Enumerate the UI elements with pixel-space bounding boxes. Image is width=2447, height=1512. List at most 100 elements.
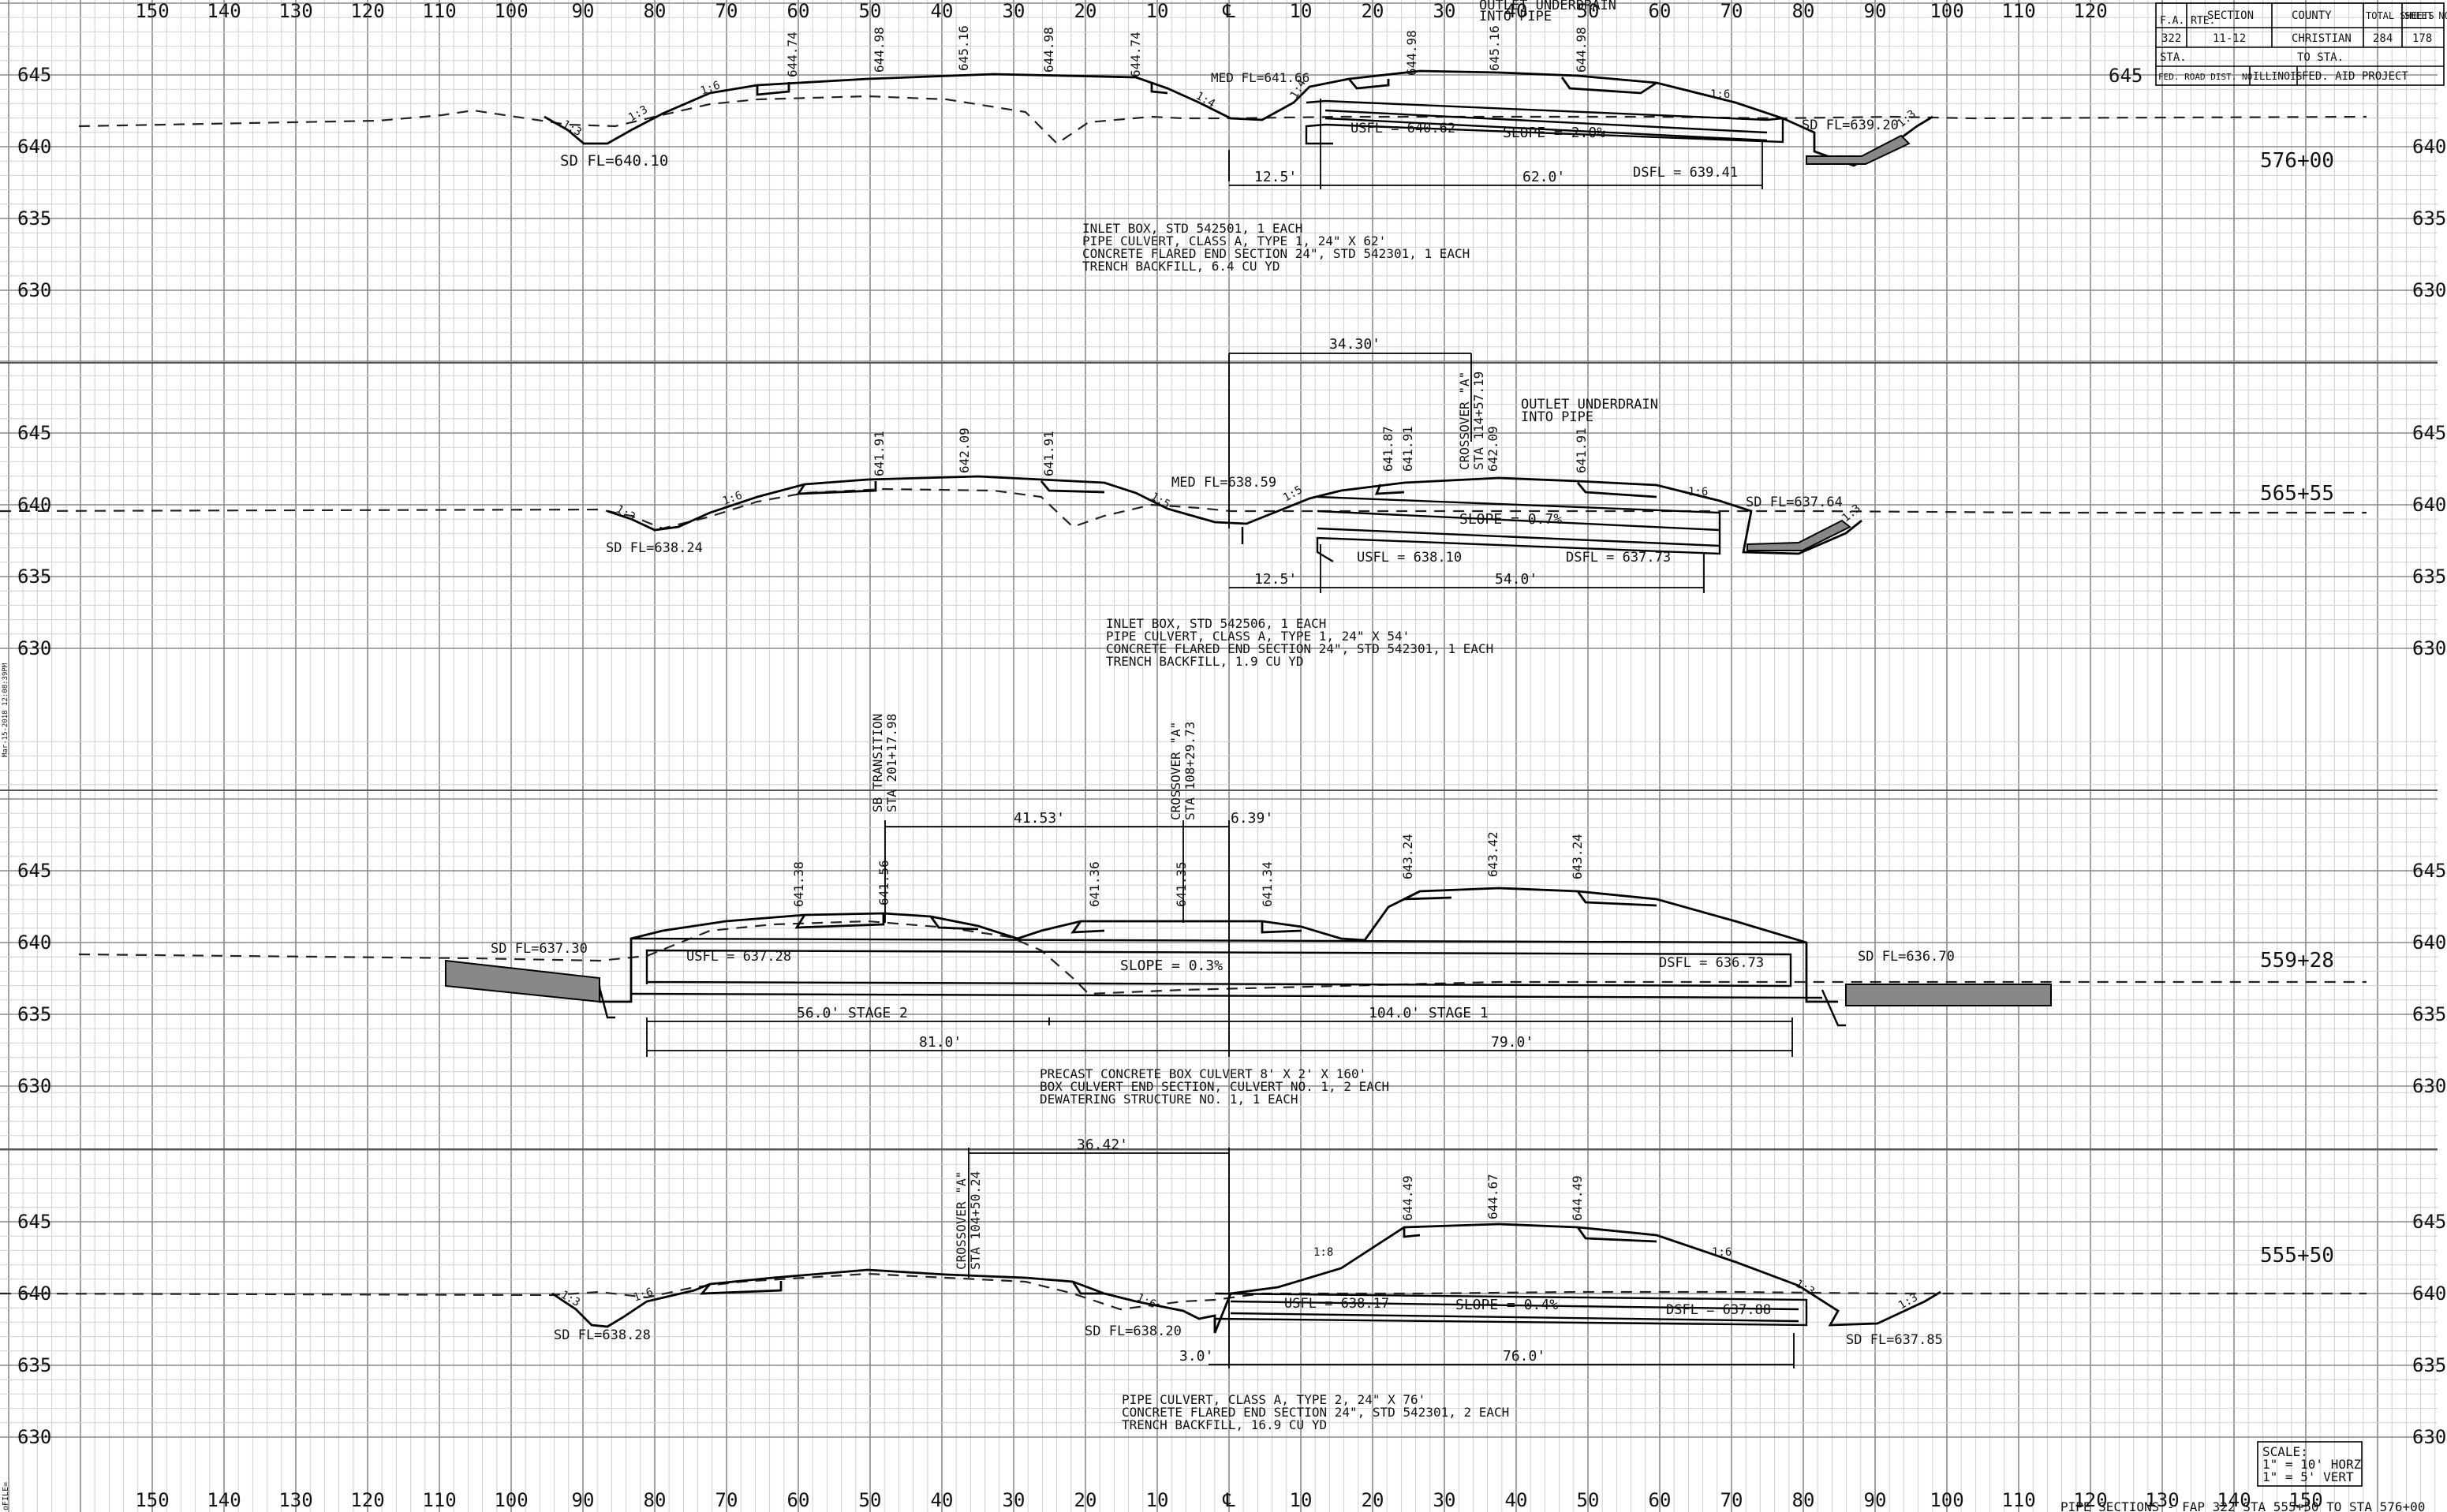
- transition-sta: STA 201+17.98: [884, 714, 899, 812]
- dim-34-30: 34.30': [1329, 336, 1380, 353]
- axis-tick-label: 10: [1146, 1489, 1169, 1511]
- axis-tick-label: 70: [1720, 1489, 1743, 1511]
- section-separators: [0, 362, 2438, 1150]
- tb-fed-dist: FED. ROAD DIST. NO.: [2158, 72, 2258, 82]
- outlet-note-1: OUTLET UNDERDRAIN: [1521, 397, 1658, 413]
- culvert-pipe: [1305, 99, 1784, 145]
- axis-tick-label: 120: [350, 0, 384, 22]
- tb-project: FED. AID PROJECT: [2302, 70, 2408, 83]
- elevation-label: 630: [17, 279, 51, 301]
- axis-tick-label: 90: [1864, 0, 1887, 22]
- elev: 644.98: [1574, 27, 1589, 73]
- elevation-label: 630: [17, 1075, 51, 1097]
- elevation-label: 635: [2412, 207, 2446, 230]
- tb-sheet: 178: [2412, 32, 2432, 45]
- quantity-note: CONCRETE FLARED END SECTION 24", STD 542…: [1106, 641, 1493, 656]
- slope: SLOPE = 0.7%: [1459, 511, 1562, 528]
- axis-tick-label: 110: [422, 0, 456, 22]
- axis-tick-label: 70: [715, 0, 738, 22]
- axis-tick-label: 90: [572, 0, 595, 22]
- end-section: [598, 987, 1846, 1027]
- tb-header-sheet: SHEET NO.: [2404, 10, 2447, 21]
- sd-fl-mid: SD FL=638.20: [1085, 1323, 1182, 1339]
- elev: 644.74: [1128, 32, 1143, 77]
- axis-tick-label: 30: [1003, 0, 1025, 22]
- sd-fl-right: SD FL=639.20: [1802, 118, 1899, 133]
- elev: 644.98: [1041, 27, 1056, 73]
- axis-tick-label: 70: [715, 1489, 738, 1511]
- axis-tick-label: 150: [2288, 1489, 2322, 1511]
- quantity-note: TRENCH BACKFILL, 1.9 CU YD: [1106, 654, 1303, 669]
- elevation-label: 630: [17, 1426, 51, 1448]
- side-date-stamp: Mar-15-2018 12:08:39PM: [2, 663, 9, 757]
- axis-tick-label: 140: [2217, 1489, 2251, 1511]
- elevation-label: 635: [17, 1354, 51, 1376]
- quantity-note: TRENCH BACKFILL, 6.4 CU YD: [1082, 259, 1280, 274]
- transition-label: SB TRANSITION: [870, 714, 885, 812]
- axis-tick-label: 20: [1074, 0, 1097, 22]
- dim-79: 79.0': [1491, 1034, 1534, 1051]
- quantity-note: PIPE CULVERT, CLASS A, TYPE 1, 24" X 62': [1082, 233, 1386, 248]
- elevation-label: 645: [17, 422, 51, 444]
- usfl: USFL = 638.17: [1284, 1296, 1389, 1312]
- tb-header-section: SECTION: [2207, 9, 2254, 22]
- axis-tick-label: 80: [1792, 1489, 1815, 1511]
- axis-tick-label: 60: [1649, 1489, 1672, 1511]
- slope: SLOPE = 2.0%: [1503, 125, 1605, 141]
- elev: 641.38: [791, 861, 806, 907]
- outlet-note-1: OUTLET UNDERDRAIN: [1479, 0, 1616, 13]
- dim-41-53: 41.53': [1014, 810, 1065, 827]
- axis-tick-label: 50: [859, 1489, 882, 1511]
- quantity-note: DEWATERING STRUCTURE NO. 1, 1 EACH: [1040, 1092, 1298, 1107]
- axis-tick-label: 110: [2001, 0, 2035, 22]
- elev: 645.16: [1487, 25, 1502, 71]
- elevation-label: 635: [2412, 1354, 2446, 1376]
- sd-fl-right: SD FL=637.64: [1746, 495, 1843, 510]
- dim-54: 54.0': [1495, 571, 1537, 588]
- axis-tick-label: 140: [207, 0, 241, 22]
- axis-tick-label: 120: [2073, 0, 2107, 22]
- outlet-note-2: INTO PIPE: [1521, 409, 1593, 425]
- tb-header-rte: F.A. RTE.: [2160, 15, 2215, 27]
- right-elevation-labels: 6406356306456406356306456406356306456406…: [2109, 65, 2446, 1448]
- elev: 644.98: [872, 27, 887, 73]
- box-culvert: [630, 937, 1823, 999]
- elev: 641.34: [1260, 861, 1275, 907]
- elev: 642.09: [1485, 426, 1500, 472]
- elev: 643.42: [1485, 831, 1500, 877]
- dim-6-39: 6.39': [1231, 810, 1273, 827]
- med-fl: MED FL=638.59: [1171, 475, 1276, 491]
- tb-header-county: COUNTY: [2292, 9, 2332, 22]
- elevation-label: 640: [17, 136, 51, 158]
- axis-tick-label: 40: [931, 0, 954, 22]
- axis-tick-label: 150: [135, 0, 169, 22]
- axis-tick-label: 150: [135, 1489, 169, 1511]
- crossover-sta: STA 114+57.19: [1471, 371, 1486, 470]
- dim-62: 62.0': [1522, 169, 1565, 185]
- axis-tick-label: 20: [1362, 0, 1384, 22]
- dim-3: 3.0': [1179, 1348, 1213, 1365]
- elevation-label: 640: [2412, 931, 2446, 954]
- tb-section: 11-12: [2213, 32, 2246, 45]
- shoulder-line: [796, 480, 1657, 498]
- quantity-note: INLET BOX, STD 542506, 1 EACH: [1106, 616, 1326, 631]
- section-565-55: SD FL=638.24 MED FL=638.59 USFL = 638.10…: [0, 336, 2367, 669]
- slope-ratio: 1:6: [632, 1286, 655, 1305]
- sd-fl-right: SD FL=637.85: [1846, 1332, 1943, 1348]
- elev: 641.91: [1041, 431, 1056, 476]
- station-label: 565+55: [2260, 482, 2334, 506]
- tb-sta: STA.: [2160, 51, 2187, 64]
- footer-title: PIPE SECTIONS - FAP 322 STA 555+50 TO ST…: [2060, 1499, 2425, 1512]
- axis-tick-label: 120: [350, 1489, 384, 1511]
- elevation-label: 630: [2412, 279, 2446, 301]
- scale-title: SCALE:: [2262, 1444, 2308, 1459]
- tb-state: ILLINOIS: [2253, 71, 2303, 83]
- axis-tick-label: 80: [1792, 0, 1815, 22]
- usfl: USFL = 640.62: [1351, 121, 1455, 136]
- axis-tick-label: 140: [207, 1489, 241, 1511]
- crossover-label: CROSSOVER "A": [954, 1171, 969, 1270]
- dsfl: DSFL = 636.73: [1659, 955, 1764, 971]
- elev: 645.16: [956, 25, 971, 71]
- quantity-note: PIPE CULVERT, CLASS A, TYPE 2, 24" X 76': [1122, 1392, 1425, 1407]
